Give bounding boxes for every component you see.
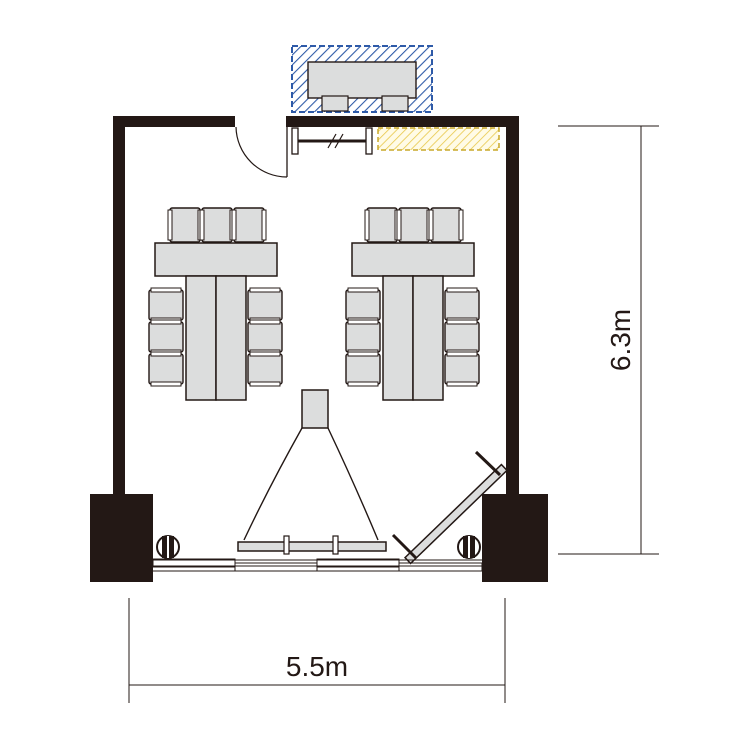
- whiteboard-icon: [391, 450, 509, 565]
- column-bottom-right: [482, 494, 548, 582]
- wall-left: [113, 116, 125, 500]
- dimension-width: 5.5m: [128, 598, 506, 703]
- table-head-right: [351, 242, 475, 277]
- fire-extinguisher-icon-right: [457, 535, 481, 559]
- coat-rack-icon: [291, 127, 373, 155]
- storage-cabinet: [291, 45, 433, 113]
- table-long-right-b: [412, 275, 444, 401]
- fire-extinguisher-icon: [156, 535, 180, 559]
- wall-top-left: [113, 116, 235, 127]
- dimension-height: 6.3m: [558, 125, 659, 555]
- wall-top-right: [286, 116, 519, 127]
- wall-shelf: [377, 127, 500, 151]
- table-long-right-a: [382, 275, 414, 401]
- column-bottom-left: [90, 494, 153, 582]
- walls: [90, 116, 548, 582]
- front-glazing: [152, 558, 483, 572]
- height-label: 6.3m: [605, 309, 636, 371]
- table-long-left-a: [185, 275, 217, 401]
- wall-right: [506, 116, 519, 500]
- width-label: 5.5m: [286, 651, 348, 682]
- table-group-left: [148, 207, 283, 401]
- table-long-left-b: [215, 275, 247, 401]
- door-swing-icon: [235, 126, 288, 178]
- table-head-left: [154, 242, 278, 277]
- table-group-right: [345, 207, 480, 401]
- projector-screen-icon: [237, 389, 387, 555]
